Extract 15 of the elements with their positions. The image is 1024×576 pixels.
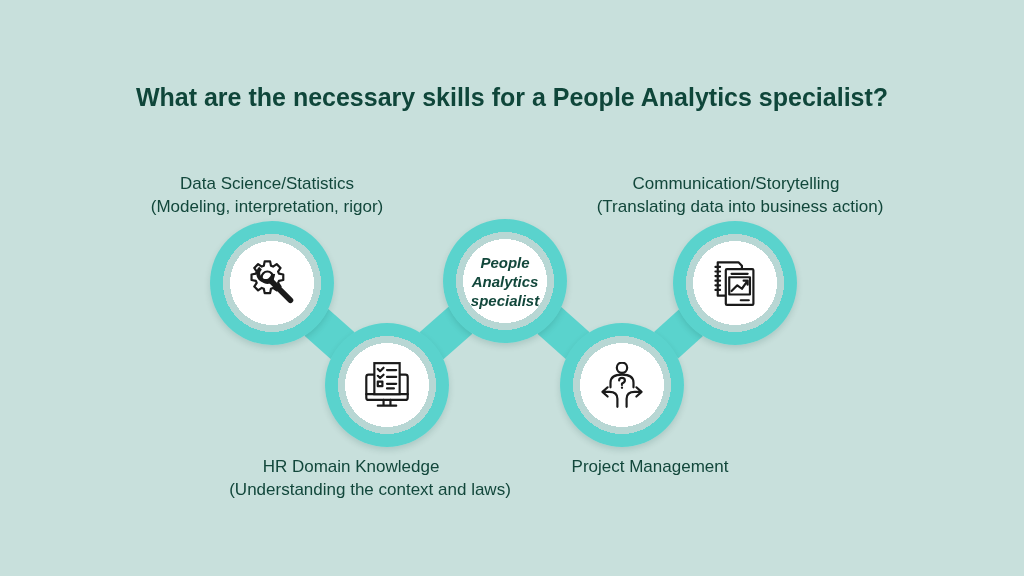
skill-description: (Understanding the context and laws) bbox=[229, 479, 511, 501]
connector-band bbox=[654, 309, 703, 359]
skill-heading: Communication/Storytelling bbox=[632, 173, 840, 195]
connector-band bbox=[419, 306, 473, 360]
skill-heading: Data Science/Statistics bbox=[180, 173, 354, 195]
skill-heading: Project Management bbox=[571, 456, 729, 478]
skill-heading: HR Domain Knowledge bbox=[262, 456, 440, 478]
skill-description: (Modeling, interpretation, rigor) bbox=[150, 196, 384, 218]
connector-band bbox=[304, 308, 355, 360]
connector-band bbox=[537, 306, 590, 360]
skill-circle bbox=[325, 323, 449, 447]
node-label: People Analytics specialist bbox=[469, 252, 541, 310]
skill-description: (Translating data into business action) bbox=[596, 196, 884, 218]
skill-circle bbox=[560, 323, 684, 447]
title: What are the necessary skills for a People Analytics specialist? bbox=[135, 82, 889, 112]
